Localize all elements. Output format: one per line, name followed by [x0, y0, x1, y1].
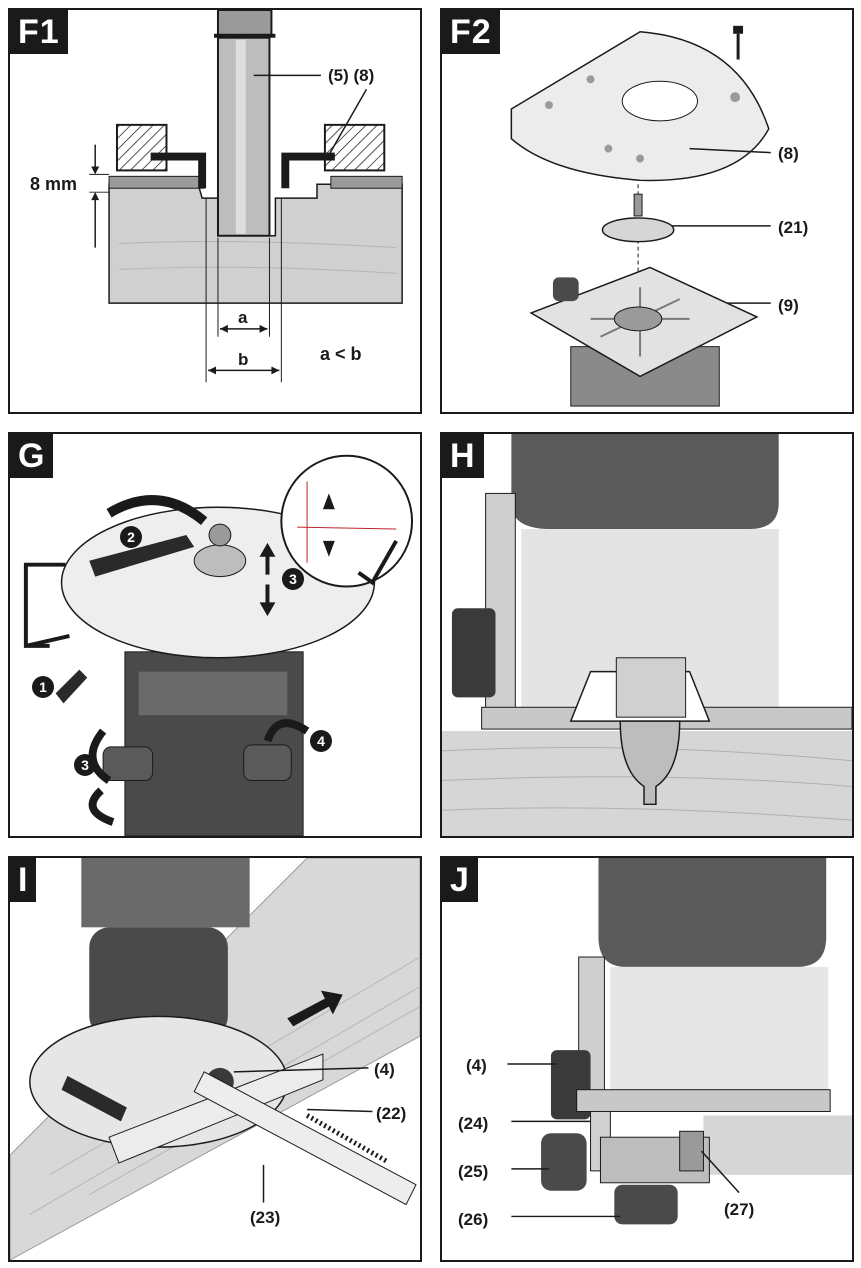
j-motor-body	[598, 858, 827, 967]
panel-tag-f2: F2	[442, 10, 500, 54]
g-step-1: 1	[32, 676, 54, 698]
g-step-3b: 3	[74, 754, 96, 776]
j-label-26: (26)	[458, 1210, 489, 1229]
f1-workpiece	[108, 183, 403, 304]
h-router-bit	[619, 720, 681, 806]
h-knob	[451, 608, 496, 698]
panel-h: H	[440, 432, 854, 838]
g-illustration	[23, 454, 414, 836]
i-router-body	[89, 927, 228, 1037]
h-motor-body	[511, 434, 779, 530]
i-label-4: (4)	[374, 1060, 395, 1079]
panel-tag-g: G	[10, 434, 54, 478]
f2-centering-pin	[601, 217, 675, 243]
f1-label-5-8: (5) (8)	[328, 66, 375, 85]
i-illustration	[10, 858, 420, 1260]
f2-label-8: (8)	[778, 144, 799, 163]
h-illustration	[442, 434, 852, 836]
f1-table-right	[323, 123, 386, 172]
j-label-24: (24)	[458, 1114, 489, 1133]
f1-illustration	[89, 10, 403, 383]
f1-label-b: b	[238, 350, 249, 369]
i-label-22: (22)	[376, 1104, 407, 1123]
panel-tag-i: I	[10, 858, 37, 902]
panel-f1: F1 (5) (8) 8 mm a b a < b	[8, 8, 422, 414]
g-inset-detail	[280, 454, 414, 588]
j-label-4: (4)	[466, 1056, 487, 1075]
panel-g: G 1 2 3 3 4	[8, 432, 422, 838]
j-knob-26	[614, 1184, 678, 1225]
panel-tag-f1: F1	[10, 10, 68, 54]
panel-tag-j: J	[442, 858, 478, 902]
j-illustration	[507, 858, 852, 1225]
f1-label-rule: a < b	[320, 344, 362, 364]
f2-label-21: (21)	[778, 218, 809, 237]
g-step-4: 4	[310, 730, 332, 752]
i-label-23: (23)	[250, 1208, 281, 1227]
g-step-3a: 3	[282, 568, 304, 590]
panel-i: I (4) (22) (23)	[8, 856, 422, 1262]
f2-label-9: (9)	[778, 296, 799, 315]
j-roller-27	[679, 1130, 704, 1172]
f1-label-8mm: 8 mm	[30, 174, 78, 194]
f1-label-a: a	[238, 308, 248, 327]
j-knob-25	[541, 1133, 587, 1191]
panel-tag-h: H	[442, 434, 484, 478]
panel-j: J (4) (24) (25) (26) (27)	[440, 856, 854, 1262]
g-step-2: 2	[120, 526, 142, 548]
panel-f2: F2 (8) (21) (9)	[440, 8, 854, 414]
f2-illustration	[510, 25, 771, 407]
j-label-25: (25)	[458, 1162, 489, 1181]
f1-table-left	[115, 123, 168, 172]
j-label-27: (27)	[724, 1200, 755, 1219]
